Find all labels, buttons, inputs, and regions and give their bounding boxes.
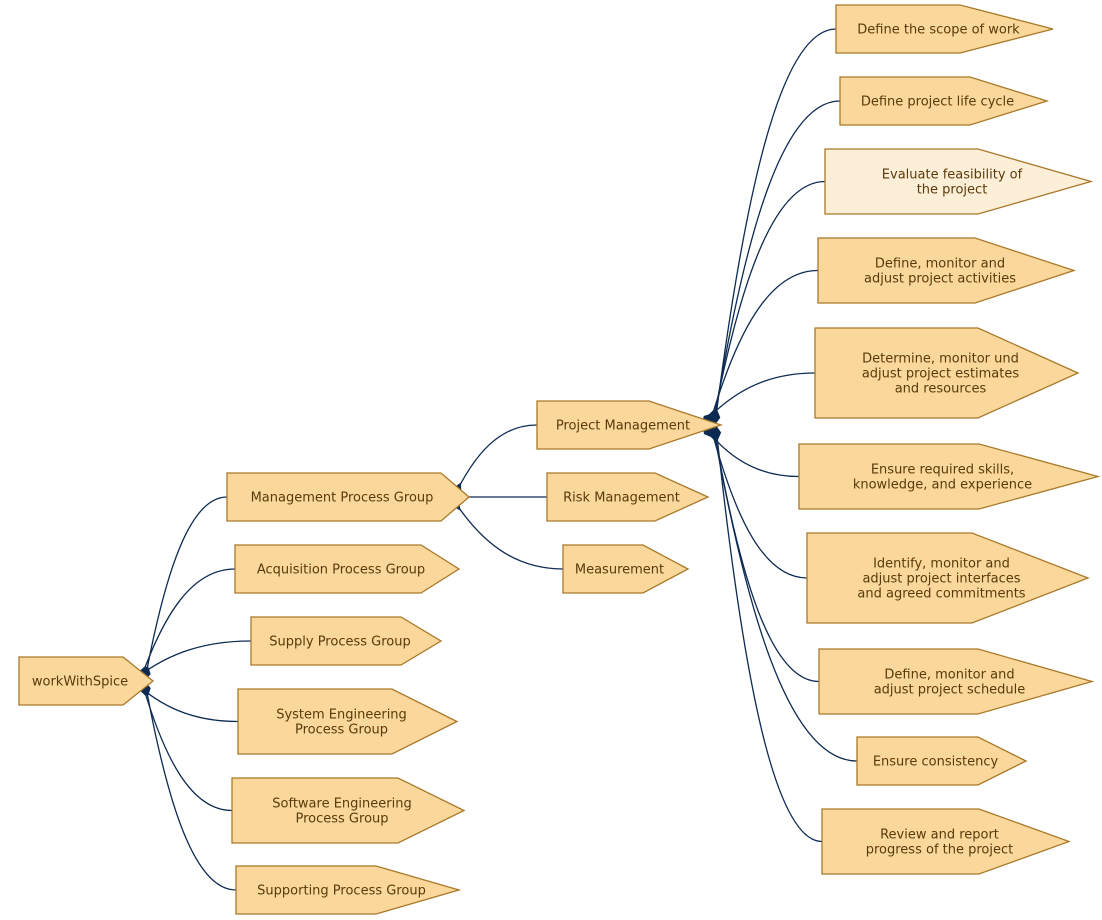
node-management-label-line: Management Process Group	[251, 491, 434, 506]
node-skills-label-line: Ensure required skills,	[871, 463, 1014, 478]
node-review-shape	[821, 808, 1071, 875]
edge-root-to-acquisition	[139, 568, 236, 682]
node-estimates-shape	[814, 327, 1080, 419]
node-consistency-label-line: Ensure consistency	[873, 755, 999, 770]
node-skills-label-line: knowledge, and experience	[853, 478, 1032, 493]
node-pm-label-line: Project Management	[556, 419, 690, 434]
node-scope-label-line: Define the scope of work	[857, 23, 1020, 38]
node-consistency[interactable]: Ensure consistency	[856, 736, 1028, 786]
nodes-layer: workWithSpice Management Process GroupAcq…	[18, 4, 1101, 915]
node-swEng-label-line: Software Engineering	[272, 797, 411, 812]
node-management-shape	[226, 472, 470, 522]
node-lifecycle-shape	[839, 76, 1050, 126]
node-estimates-label-line: and resources	[895, 382, 987, 397]
edges-layer	[132, 28, 858, 891]
node-supporting[interactable]: Supporting Process Group	[235, 865, 462, 915]
diamond-pm-to-review	[712, 424, 722, 441]
node-skills-shape	[798, 443, 1101, 510]
node-review-label-line: progress of the project	[866, 843, 1014, 858]
node-pm[interactable]: Project Management	[536, 400, 724, 450]
node-supply-label-line: Supply Process Group	[269, 635, 410, 650]
node-activities-label-line: adjust project activities	[864, 272, 1016, 287]
node-measure-label-line: Measurement	[575, 563, 664, 578]
node-risk[interactable]: Risk Management	[546, 472, 710, 522]
node-scope-shape	[835, 4, 1054, 54]
node-risk-label-line: Risk Management	[563, 491, 680, 506]
node-root-shape	[18, 656, 155, 706]
node-root-label-line: workWithSpice	[32, 675, 128, 690]
edge-root-to-supporting	[144, 680, 237, 891]
node-swEng-label-line: Process Group	[295, 812, 388, 827]
node-schedule-label-line: Define, monitor and	[884, 668, 1014, 683]
edge-root-to-swEng	[140, 680, 233, 812]
node-review-label-line: Review and report	[880, 828, 999, 843]
node-interfaces-label-line: adjust project interfaces	[862, 572, 1020, 587]
edge-pm-to-feasibility	[711, 180, 826, 426]
edge-pm-to-activities	[708, 269, 819, 426]
node-supporting-shape	[235, 865, 462, 915]
node-scope[interactable]: Define the scope of work	[835, 4, 1054, 54]
node-estimates-label-line: adjust project estimates	[862, 367, 1020, 382]
node-measure[interactable]: Measurement	[562, 544, 690, 594]
edge-root-to-management	[144, 496, 228, 682]
node-sysEng-label-line: System Engineering	[276, 708, 407, 723]
node-lifecycle[interactable]: Define project life cycle	[839, 76, 1050, 126]
edge-pm-to-consistency	[712, 424, 858, 762]
node-acquisition[interactable]: Acquisition Process Group	[234, 544, 461, 594]
node-supply[interactable]: Supply Process Group	[250, 616, 443, 666]
node-supply-shape	[250, 616, 443, 666]
node-management[interactable]: Management Process Group	[226, 472, 470, 522]
node-pm-shape	[536, 400, 724, 450]
node-activities-shape	[817, 237, 1077, 304]
node-acquisition-label-line: Acquisition Process Group	[257, 563, 425, 578]
edge-management-to-pm	[453, 424, 538, 498]
edge-pm-to-scope	[714, 28, 837, 426]
edge-management-to-measure	[450, 496, 564, 570]
node-interfaces-label-line: and agreed commitments	[857, 587, 1025, 602]
node-activities-label-line: Define, monitor and	[875, 257, 1005, 272]
node-interfaces-label-line: Identify, monitor and	[873, 557, 1010, 572]
node-sysEng-label-line: Process Group	[295, 723, 388, 738]
node-risk-shape	[546, 472, 710, 522]
node-feasibility-label-line: the project	[917, 183, 988, 198]
node-skills[interactable]: Ensure required skills,knowledge, and ex…	[798, 443, 1101, 510]
node-consistency-shape	[856, 736, 1028, 786]
node-interfaces-shape	[806, 532, 1090, 624]
node-estimates-label-line: Determine, monitor und	[862, 352, 1019, 367]
node-schedule-shape	[818, 648, 1095, 715]
node-sysEng-shape	[237, 688, 459, 755]
node-acquisition-shape	[234, 544, 461, 594]
edge-pm-to-review	[715, 424, 823, 843]
edge-root-to-supply	[132, 640, 252, 682]
edge-pm-to-lifecycle	[712, 100, 841, 426]
node-supporting-label-line: Supporting Process Group	[257, 884, 426, 899]
node-root[interactable]: workWithSpice	[18, 656, 155, 706]
node-feasibility-shape	[824, 148, 1094, 215]
node-schedule-label-line: adjust project schedule	[874, 683, 1026, 698]
node-feasibility-label-line: Evaluate feasibility of	[882, 168, 1023, 183]
node-lifecycle-label-line: Define project life cycle	[861, 95, 1014, 110]
node-swEng-shape	[231, 777, 466, 844]
node-measure-shape	[562, 544, 690, 594]
